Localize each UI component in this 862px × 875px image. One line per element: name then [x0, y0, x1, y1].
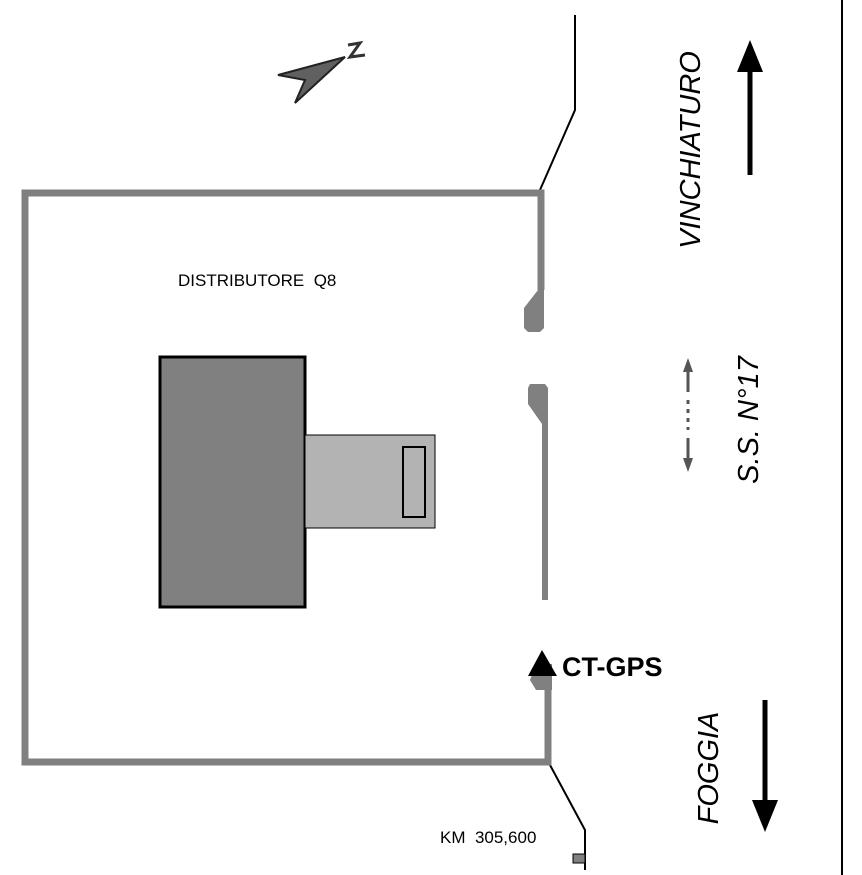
- entrance-island-north: [524, 290, 544, 332]
- km-label: KM 305,600: [440, 828, 536, 847]
- building: [158, 355, 307, 609]
- direction-north-label: VINCHIATURO: [675, 51, 707, 249]
- fuel-pump-island: [402, 446, 426, 518]
- direction-south-label: FOGGIA: [693, 712, 725, 825]
- access-line-north: [539, 15, 576, 191]
- arrow-up-icon: [737, 40, 763, 175]
- gps-station-icon: [528, 650, 557, 676]
- two-way-arrow-icon: [683, 358, 693, 472]
- road-label: S.S. N°17: [733, 354, 765, 484]
- gps-station-label: CT-GPS: [562, 652, 663, 682]
- north-arrow-icon: [277, 40, 366, 104]
- arrow-down-icon: [752, 700, 778, 832]
- km-marker: [572, 853, 586, 864]
- site-boundary: [21, 189, 552, 766]
- station-title: DISTRIBUTORE Q8: [178, 271, 336, 290]
- entrance-island-mid: [528, 384, 548, 600]
